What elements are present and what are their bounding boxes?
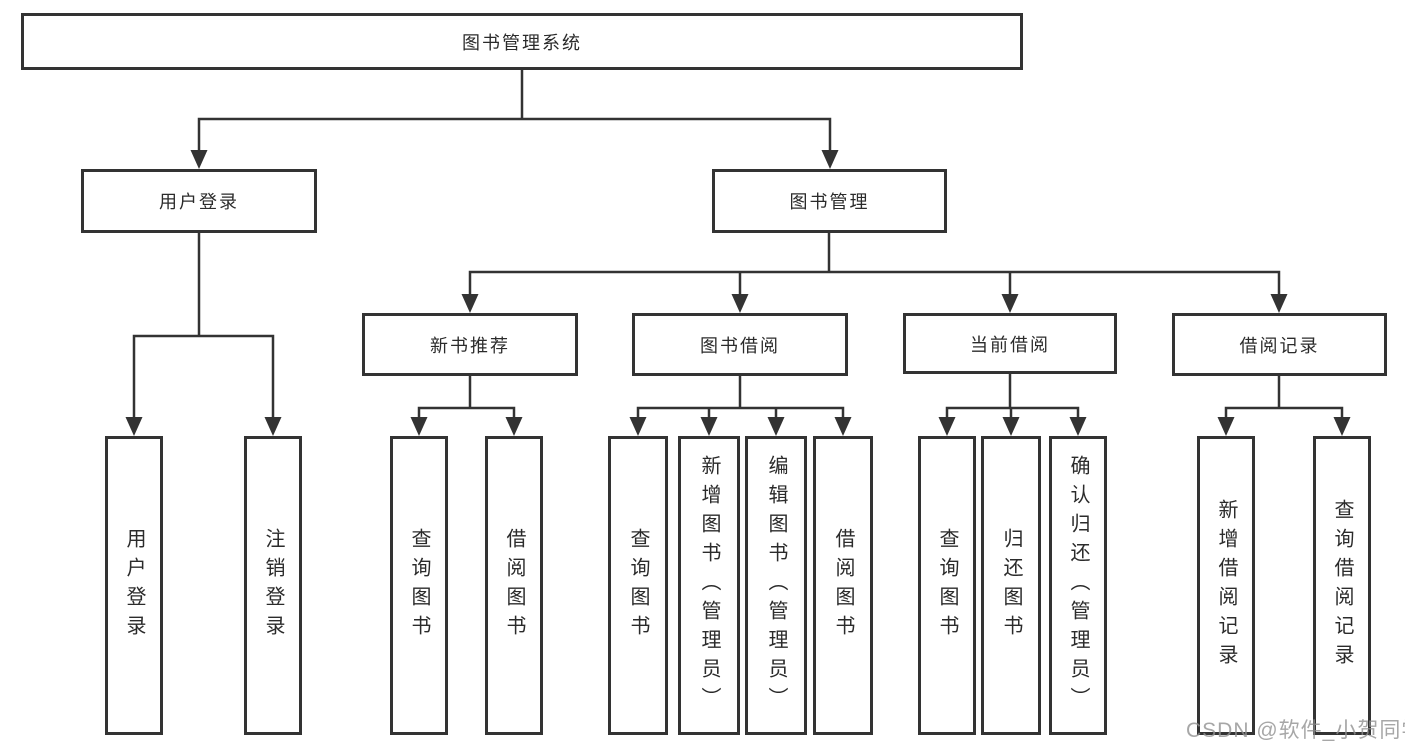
leaf-query-books-recommend-label: 查询图书 (408, 527, 430, 644)
connector-current-borrow-to-leaves (938, 374, 1087, 436)
node-new-book-recommend-label: 新书推荐 (430, 335, 510, 356)
connector-new-rec-to-leaves (410, 376, 523, 436)
leaf-query-books-current: 查询图书 (918, 436, 976, 735)
leaf-borrow-books-recommend-label: 借阅图书 (503, 527, 525, 644)
leaf-query-books-current-label: 查询图书 (936, 527, 958, 644)
node-borrow-records-label: 借阅记录 (1239, 335, 1320, 356)
leaf-borrow-books-recommend: 借阅图书 (485, 436, 543, 735)
leaf-query-borrow-record-label: 查询借阅记录 (1331, 498, 1353, 673)
leaf-return-books-label: 归还图书 (1000, 527, 1022, 644)
leaf-borrow-books: 借阅图书 (813, 436, 873, 735)
csdn-watermark: CSDN @软件_小贺同学 (1186, 719, 1405, 742)
node-user-login: 用户登录 (81, 169, 317, 233)
leaf-user-login: 用户登录 (105, 436, 163, 735)
leaf-confirm-return-admin-label: 确认归还（管理员） (1067, 455, 1089, 716)
node-library-system-label: 图书管理系统 (462, 32, 582, 53)
leaf-query-borrow-record: 查询借阅记录 (1313, 436, 1371, 735)
node-book-management-label: 图书管理 (789, 192, 870, 212)
leaf-add-borrow-record-label: 新增借阅记录 (1215, 498, 1237, 673)
node-new-book-recommend: 新书推荐 (362, 313, 578, 376)
connector-root-to-level2 (190, 70, 839, 169)
leaf-logout: 注销登录 (244, 436, 302, 735)
leaf-add-borrow-record: 新增借阅记录 (1197, 436, 1255, 735)
leaf-add-books-admin: 新增图书（管理员） (678, 436, 740, 735)
node-book-management: 图书管理 (712, 169, 947, 233)
node-current-borrowing-label: 当前借阅 (970, 334, 1050, 355)
connector-user-login-to-leaves (125, 233, 282, 436)
connector-records-to-leaves (1217, 376, 1351, 436)
node-user-login-label: 用户登录 (159, 192, 239, 212)
leaf-return-books: 归还图书 (981, 436, 1041, 735)
node-book-borrowing: 图书借阅 (632, 313, 848, 376)
leaf-add-books-admin-label: 新增图书（管理员） (698, 455, 720, 716)
leaf-user-login-label: 用户登录 (123, 527, 145, 644)
node-current-borrowing: 当前借阅 (903, 313, 1117, 374)
leaf-query-books-borrow-label: 查询图书 (627, 527, 649, 644)
node-library-system: 图书管理系统 (21, 13, 1023, 70)
leaf-logout-label: 注销登录 (262, 527, 284, 644)
connector-book-borrow-to-leaves (629, 376, 852, 436)
leaf-query-books-borrow: 查询图书 (608, 436, 668, 735)
leaf-confirm-return-admin: 确认归还（管理员） (1049, 436, 1107, 735)
leaf-query-books-recommend: 查询图书 (390, 436, 448, 735)
node-book-borrowing-label: 图书借阅 (700, 335, 780, 356)
connector-book-mgmt-to-level3 (461, 233, 1288, 313)
node-borrow-records: 借阅记录 (1172, 313, 1387, 376)
leaf-borrow-books-label: 借阅图书 (832, 527, 854, 644)
leaf-edit-books-admin: 编辑图书（管理员） (745, 436, 807, 735)
leaf-edit-books-admin-label: 编辑图书（管理员） (765, 455, 787, 716)
